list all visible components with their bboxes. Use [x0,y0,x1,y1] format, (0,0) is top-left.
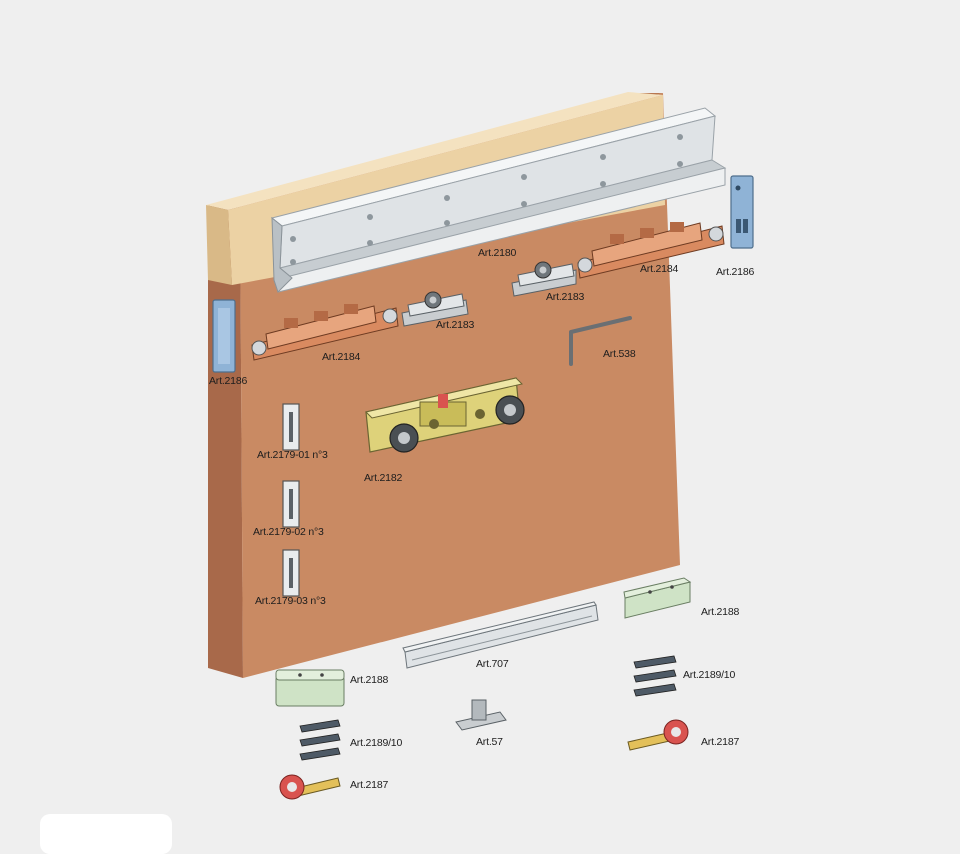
floor-channel [402,601,599,669]
label-art2186-right: Art.2186 [716,266,754,278]
roller-carriage [365,377,525,453]
aluminium-track [270,107,727,293]
label-art2183-left: Art.2183 [436,319,474,331]
label-art2186-left: Art.2186 [209,375,247,387]
shims-left [299,719,341,761]
label-art2184-right: Art.2184 [640,263,678,275]
label-art2183-right: Art.2183 [546,291,584,303]
track-screw-holes [290,134,683,265]
label-art2189-10-left: Art.2189/10 [350,737,402,749]
stop-right [511,261,577,297]
label-art2179-03: Art.2179-03 n°3 [255,595,326,607]
label-art538: Art.538 [603,348,636,360]
stopper-right [627,719,689,751]
label-art2179-02: Art.2179-02 n°3 [253,526,324,538]
label-art2182: Art.2182 [364,472,402,484]
sliding-door-kit-diagram: Art.2180 Art.2184 Art.2186 Art.2183 Art.… [40,92,755,854]
label-art57: Art.57 [476,736,503,748]
stop-left [401,291,469,327]
label-art2189-10-right: Art.2189/10 [683,669,735,681]
header-board-end [206,205,232,285]
exploded-view-illustration: Art.2180 Art.2184 Art.2186 Art.2183 Art.… [206,92,755,800]
end-bracket-left [212,299,236,373]
shims-right [633,655,677,697]
track-left-end [271,216,293,293]
part-labels: Art.2180 Art.2184 Art.2186 Art.2183 Art.… [209,247,755,791]
carriage-left [251,304,399,361]
label-art2187-right: Art.2187 [701,736,739,748]
plate-2179-03 [282,549,300,597]
floor-guide-left [275,669,345,707]
label-art2187-left: Art.2187 [350,779,388,791]
carriage-right [577,222,725,279]
stopper-left [279,774,341,800]
label-art2188-left: Art.2188 [350,674,388,686]
plate-2179-02 [282,480,300,528]
label-art2188-right: Art.2188 [701,606,739,618]
header-board-top [206,92,663,210]
label-art2179-01: Art.2179-01 n°3 [257,449,328,461]
allen-key [569,316,632,366]
label-art707: Art.707 [476,658,509,670]
bottom-corner-card [40,814,172,854]
bottom-guide-pin [455,699,507,731]
end-bracket-right [730,175,754,249]
label-art2180: Art.2180 [478,247,516,259]
plate-2179-01 [282,403,300,451]
floor-guide-right [623,577,692,619]
label-art2184-left: Art.2184 [322,351,360,363]
